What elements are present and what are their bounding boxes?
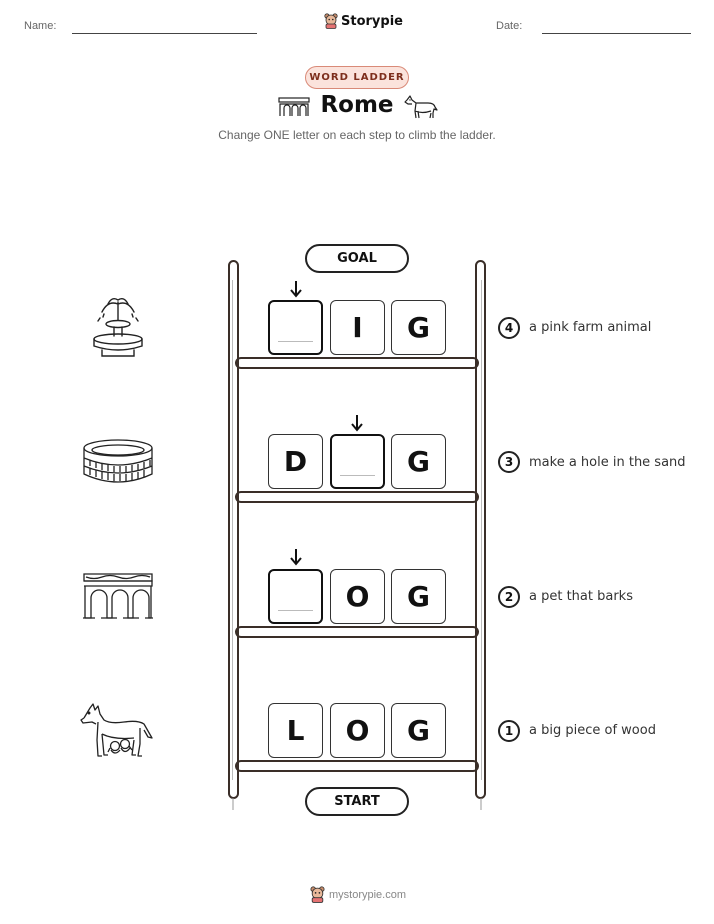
colosseum-icon	[83, 439, 153, 483]
letter-input-4-1[interactable]	[268, 300, 323, 355]
letter-tile-2-2: O	[330, 569, 385, 624]
brand-logo: Storypie	[324, 13, 403, 29]
ladder-left-rail	[228, 260, 239, 799]
start-label: START	[305, 787, 409, 816]
letter-tile-3-1: D	[268, 434, 323, 489]
goal-label: GOAL	[305, 244, 409, 273]
letter-tile-1-2: O	[330, 703, 385, 758]
storypie-mascot-icon	[324, 13, 338, 29]
date-label: Date:	[496, 20, 523, 32]
brand-name: Storypie	[341, 13, 403, 29]
she-wolf-icon	[80, 703, 153, 757]
letter-tile-4-2: I	[330, 300, 385, 355]
clue-text-2: a pet that barks	[529, 589, 633, 604]
clue-number-2: 2	[498, 586, 520, 608]
footer-url[interactable]: mystorypie.com	[329, 888, 407, 901]
storypie-mascot-icon	[310, 886, 325, 903]
page-title: Rome	[320, 92, 394, 118]
fountain-icon	[93, 297, 143, 357]
clue-text-3: make a hole in the sand	[529, 455, 686, 470]
ladder-rung-4	[235, 357, 479, 369]
letter-tile-3-3: G	[391, 434, 446, 489]
word-ladder-badge: WORD LADDER	[305, 66, 409, 89]
letter-input-3-2[interactable]	[330, 434, 385, 489]
clue-text-1: a big piece of wood	[529, 723, 656, 738]
ladder-rung-1	[235, 760, 479, 772]
change-arrow-icon	[290, 549, 302, 566]
ladder-rung-3	[235, 491, 479, 503]
clue-number-4: 4	[498, 317, 520, 339]
name-label: Name:	[24, 20, 57, 32]
clue-number-1: 1	[498, 720, 520, 742]
letter-tile-1-1: L	[268, 703, 323, 758]
letter-tile-1-3: G	[391, 703, 446, 758]
instructions: Change ONE letter on each step to climb …	[218, 128, 496, 142]
wolf-title-icon	[404, 95, 438, 119]
letter-input-2-1[interactable]	[268, 569, 323, 624]
ladder-rung-2	[235, 626, 479, 638]
letter-tile-2-3: G	[391, 569, 446, 624]
clue-text-4: a pink farm animal	[529, 320, 652, 335]
name-line[interactable]	[72, 33, 257, 34]
letter-tile-4-3: G	[391, 300, 446, 355]
ladder-right-rail	[475, 260, 486, 799]
change-arrow-icon	[351, 415, 363, 432]
footer: mystorypie.com	[310, 886, 406, 903]
date-line[interactable]	[542, 33, 691, 34]
aqueduct-icon	[83, 573, 153, 619]
clue-number-3: 3	[498, 451, 520, 473]
change-arrow-icon	[290, 281, 302, 298]
aqueduct-title-icon	[278, 97, 310, 116]
